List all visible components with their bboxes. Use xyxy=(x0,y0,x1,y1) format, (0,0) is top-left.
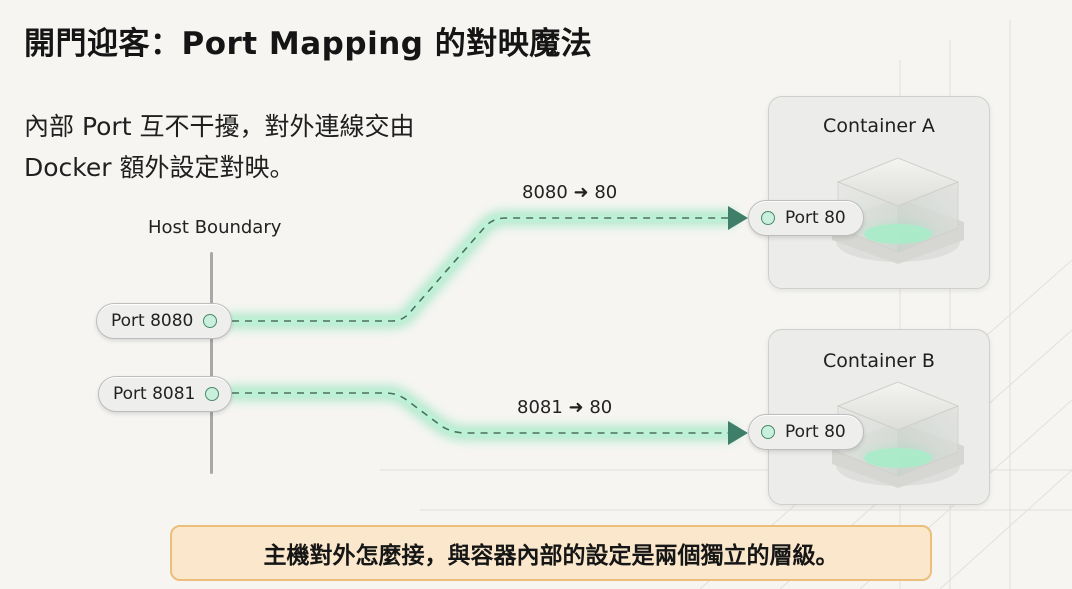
subtitle-line-1: 內部 Port 互不干擾，對外連線交由 xyxy=(24,112,415,141)
arrow-head-a xyxy=(728,206,748,230)
container-b-title: Container B xyxy=(823,350,935,372)
host-port-8081-label: Port 8081 xyxy=(113,384,196,404)
host-boundary-line xyxy=(210,252,213,474)
port-connector-icon xyxy=(203,314,218,328)
mapping-label-b: 8081 ➜ 80 xyxy=(517,397,613,418)
container-b-port: Port 80 xyxy=(748,414,864,450)
container-a-port-label: Port 80 xyxy=(785,208,846,228)
subtitle: 內部 Port 互不干擾，對外連線交由 Docker 額外設定對映。 xyxy=(24,106,524,188)
mapping-path-a xyxy=(224,206,748,329)
port-connector-icon xyxy=(205,387,220,401)
container-b-port-label: Port 80 xyxy=(785,422,846,442)
host-port-8081: Port 8081 xyxy=(98,376,232,412)
host-port-8080: Port 8080 xyxy=(96,303,232,339)
port-connector-icon xyxy=(761,425,775,439)
mapping-label-a: 8080 ➜ 80 xyxy=(522,182,618,203)
container-b-cube-icon xyxy=(832,381,964,488)
container-a-cube-icon xyxy=(832,157,964,264)
page-title: 開門迎客：Port Mapping 的對映魔法 xyxy=(24,26,593,62)
host-port-8080-label: Port 8080 xyxy=(111,311,194,331)
summary-callout: 主機對外怎麼接，與容器內部的設定是兩個獨立的層級。 xyxy=(170,525,932,581)
container-a-port: Port 80 xyxy=(748,200,864,236)
mapping-path-b xyxy=(224,385,748,445)
host-boundary-label: Host Boundary xyxy=(148,217,282,238)
subtitle-line-2: Docker 額外設定對映。 xyxy=(24,153,295,182)
arrow-head-b xyxy=(728,421,748,445)
port-connector-icon xyxy=(761,211,775,225)
container-a-title: Container A xyxy=(823,115,935,137)
